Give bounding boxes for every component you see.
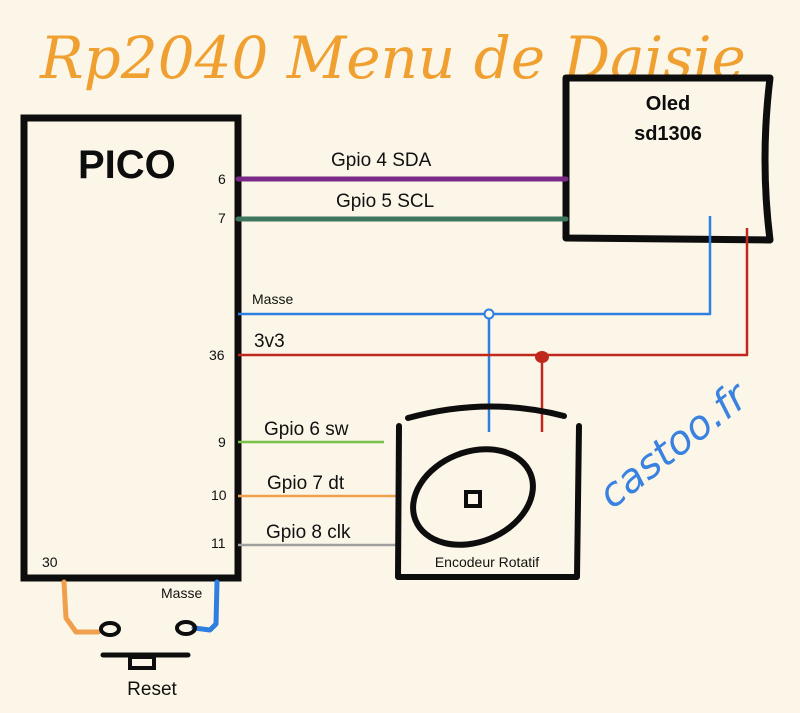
wire-reset-masse <box>191 579 220 633</box>
encoder-top-arc <box>405 403 567 421</box>
reset-label: Reset <box>127 679 177 700</box>
signature: castoo.fr <box>590 372 758 518</box>
oled-label-line2: sd1306 <box>634 123 702 145</box>
diagram-title: Rp2040 Menu de Daisie <box>39 24 746 92</box>
pin-7: 7 <box>218 210 226 226</box>
rotary-encoder <box>395 403 582 580</box>
wire-3v3-label: 3v3 <box>254 331 285 352</box>
wire-masse-label: Masse <box>252 291 293 307</box>
wire-sda-label: Gpio 4 SDA <box>331 150 432 171</box>
pin-9: 9 <box>218 434 226 450</box>
wire-3v3 <box>238 228 749 357</box>
wire-clk-label: Gpio 8 clk <box>266 522 351 543</box>
encoder-knob <box>410 446 536 548</box>
reset-contact-left <box>99 621 121 637</box>
pin-11: 11 <box>211 535 226 551</box>
encoder-body <box>395 423 582 580</box>
wire-dt-label: Gpio 7 dt <box>267 473 345 494</box>
junction-masse <box>483 308 495 320</box>
oled-display <box>562 74 774 244</box>
pin-36: 36 <box>209 347 225 363</box>
oled-label-line1: Oled <box>646 93 690 115</box>
junction-3v3 <box>535 351 549 363</box>
encoder-label: Encodeur Rotatif <box>435 554 539 570</box>
pin-6: 6 <box>218 171 226 187</box>
reset-button-stem <box>128 655 156 670</box>
wire-reset-left <box>61 579 101 635</box>
reset-masse-label: Masse <box>161 585 202 601</box>
pin-30: 30 <box>42 554 58 570</box>
encoder-shaft <box>464 490 482 508</box>
wire-sw-label: Gpio 6 sw <box>264 419 349 440</box>
reset-contact-right <box>175 620 197 636</box>
pin-10: 10 <box>211 487 227 503</box>
pico-label: PICO <box>78 143 176 187</box>
pico-board <box>20 114 242 582</box>
wire-masse <box>238 216 712 316</box>
wire-scl-label: Gpio 5 SCL <box>336 191 434 212</box>
